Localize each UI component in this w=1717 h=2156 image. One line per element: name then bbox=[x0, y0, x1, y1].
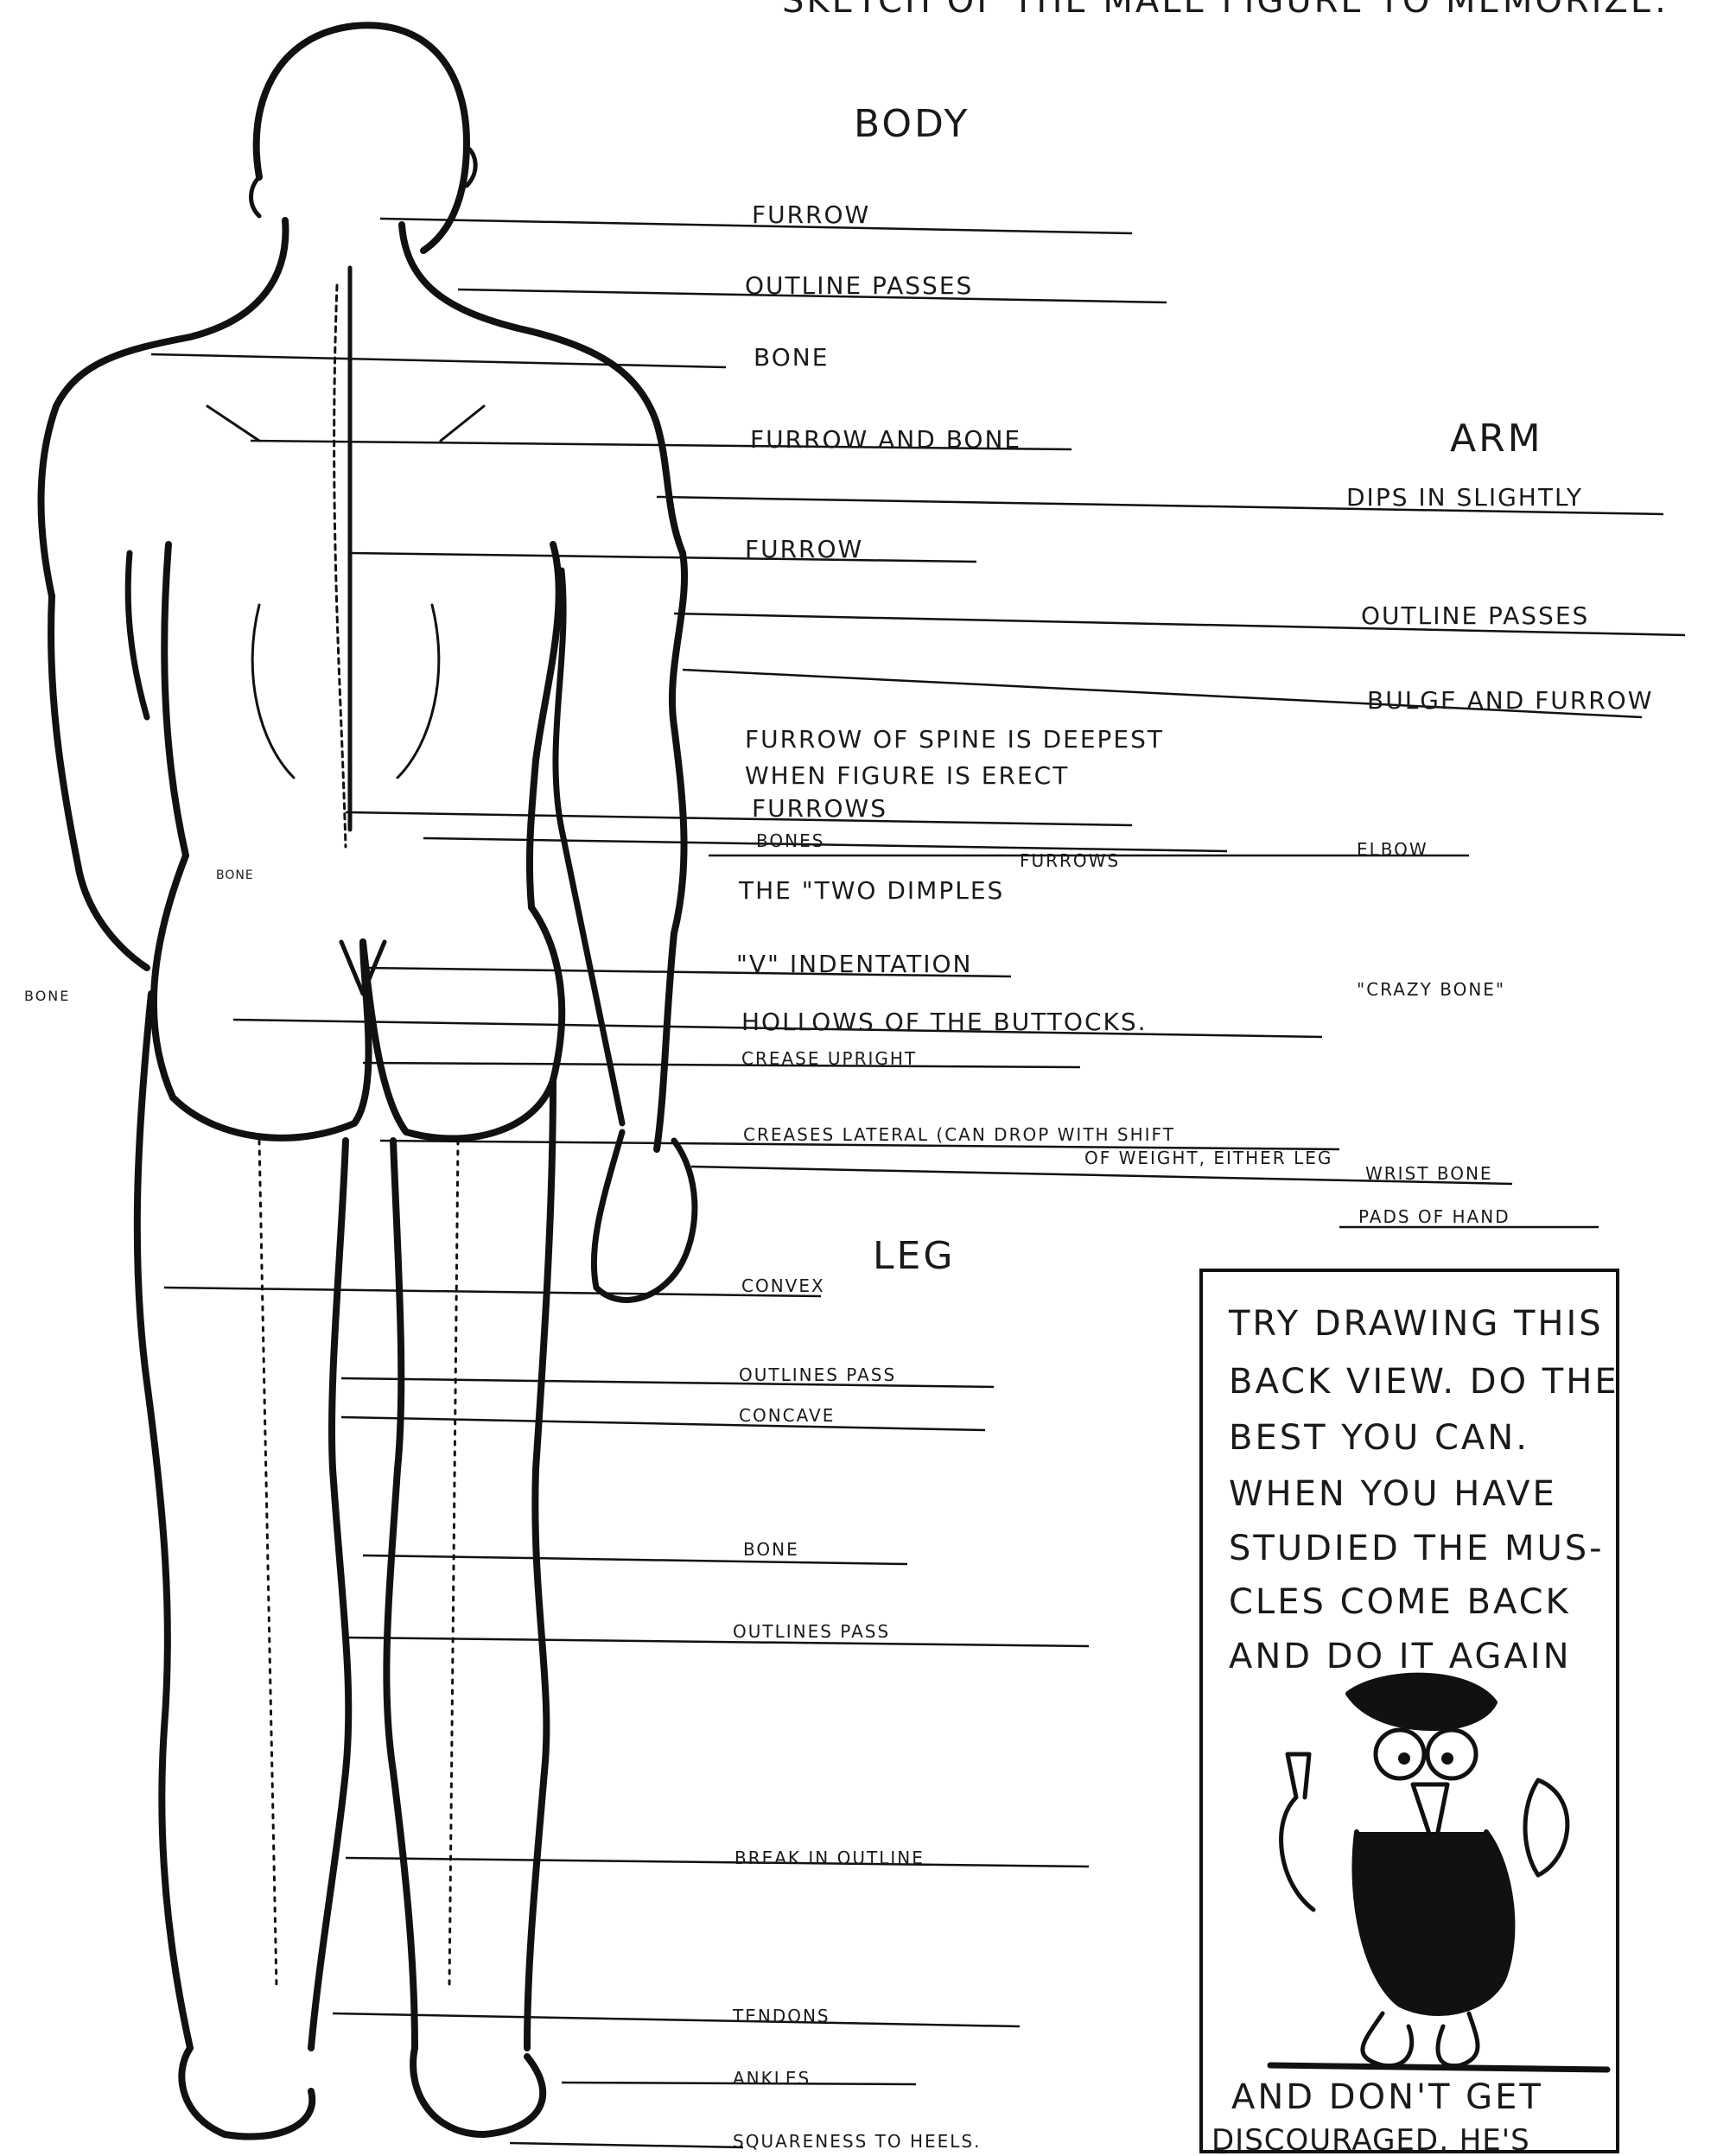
label-wrist-bone: WRIST BONE bbox=[1365, 1163, 1493, 1184]
label-pads-of-hand: PADS OF HAND bbox=[1358, 1206, 1510, 1227]
heading-arm: ARM bbox=[1450, 417, 1543, 461]
label-crazy-bone: "CRAZY BONE" bbox=[1357, 979, 1505, 1000]
label-furrows: FURROWS bbox=[752, 794, 887, 823]
label-v-indentation: "V" INDENTATION bbox=[736, 950, 972, 978]
heading-leg: LEG bbox=[873, 1234, 955, 1278]
label-furrow-back: FURROW bbox=[745, 535, 863, 563]
note-line-3: BEST YOU CAN. bbox=[1229, 1418, 1529, 1458]
label-crease-upright: CREASE UPRIGHT bbox=[741, 1048, 917, 1069]
label-hollows-buttocks: HOLLOWS OF THE BUTTOCKS. bbox=[741, 1008, 1148, 1036]
note-footer-1: AND DON'T GET bbox=[1231, 2077, 1543, 2117]
top-caption: SKETCH OF THE MALE FIGURE TO MEMORIZE. bbox=[782, 0, 1669, 21]
label-furrow-and-bone: FURROW AND BONE bbox=[750, 425, 1021, 454]
label-outline-passes: OUTLINE PASSES bbox=[745, 271, 973, 300]
label-outlines-pass-upper: OUTLINES PASS bbox=[739, 1364, 896, 1385]
label-tendons: TENDONS bbox=[732, 2006, 830, 2026]
label-outlines-pass-lower: OUTLINES PASS bbox=[733, 1621, 890, 1642]
label-furrow-of-spine: FURROW OF SPINE IS DEEPEST bbox=[745, 725, 1164, 754]
label-break-in-outline: BREAK IN OUTLINE bbox=[734, 1848, 925, 1868]
label-arm-outline-passes: OUTLINE PASSES bbox=[1361, 601, 1589, 630]
label-bone-hip: BONE bbox=[216, 868, 254, 882]
body-labels: FURROW OUTLINE PASSES BONE FURROW AND BO… bbox=[736, 200, 1332, 1168]
note-box: TRY DRAWING THIS BACK VIEW. DO THE BEST … bbox=[1201, 1270, 1619, 2156]
figure-back-view bbox=[41, 25, 695, 2136]
label-shift-weight: OF WEIGHT, EITHER LEG bbox=[1084, 1148, 1332, 1168]
arm-labels: DIPS IN SLIGHTLY OUTLINE PASSES BULGE AN… bbox=[1346, 483, 1653, 1227]
note-line-2: BACK VIEW. DO THE bbox=[1229, 1362, 1619, 1402]
note-line-1: TRY DRAWING THIS bbox=[1228, 1304, 1604, 1344]
label-creases-lateral: CREASES LATERAL (CAN DROP WITH SHIFT bbox=[743, 1124, 1175, 1145]
label-figure-erect: WHEN FIGURE IS ERECT bbox=[745, 761, 1069, 790]
label-bone-shoulder: BONE bbox=[754, 343, 829, 372]
note-line-7: AND DO IT AGAIN bbox=[1229, 1637, 1571, 1676]
label-bone-left: BONE bbox=[24, 988, 70, 1004]
label-squareness-heels: SQUARENESS TO HEELS. bbox=[733, 2131, 981, 2152]
label-concave: CONCAVE bbox=[739, 1405, 835, 1426]
label-furrow-neck: FURROW bbox=[752, 200, 870, 229]
note-line-4: WHEN YOU HAVE bbox=[1229, 1474, 1557, 1514]
label-two-dimples: THE "TWO DIMPLES bbox=[738, 876, 1004, 905]
note-line-5: STUDIED THE MUS- bbox=[1229, 1529, 1605, 1568]
label-dips-in-slightly: DIPS IN SLIGHTLY bbox=[1346, 483, 1583, 512]
note-line-6: CLES COME BACK bbox=[1229, 1582, 1571, 1622]
label-bulge-and-furrow: BULGE AND FURROW bbox=[1367, 686, 1653, 715]
note-footer-2: DISCOURAGED, HE'S bbox=[1211, 2123, 1530, 2156]
label-elbow: ELBOW bbox=[1357, 839, 1428, 860]
label-furrows-small: FURROWS bbox=[1020, 850, 1120, 871]
label-bone-knee: BONE bbox=[743, 1539, 799, 1560]
heading-body: BODY bbox=[854, 102, 970, 146]
label-bones: BONES bbox=[756, 830, 824, 851]
label-ankles: ANKLES bbox=[733, 2068, 811, 2089]
label-convex: CONVEX bbox=[741, 1275, 825, 1296]
leg-labels: CONVEX OUTLINES PASS CONCAVE BONE OUTLIN… bbox=[732, 1275, 981, 2152]
